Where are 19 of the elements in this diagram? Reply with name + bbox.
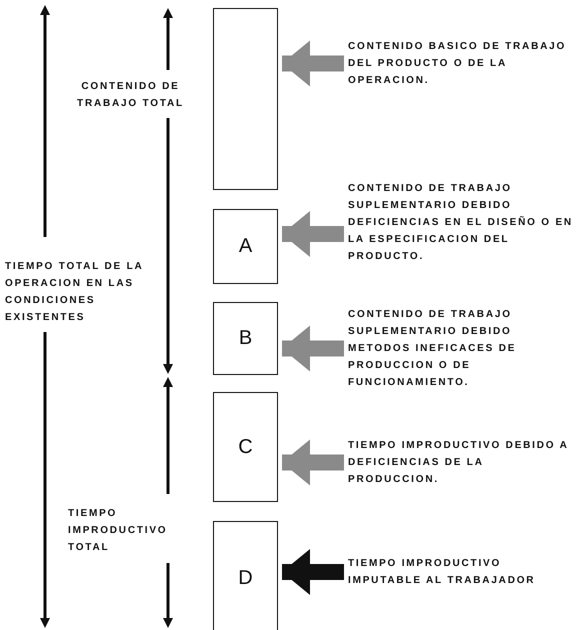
block-letter: A <box>238 235 252 258</box>
time-block <box>213 392 278 502</box>
block-letter: B <box>238 327 252 350</box>
time-block <box>213 209 278 284</box>
description-text: TIEMPO IMPRODUCTIVO IMPUTABLE AL TRABAJADOR <box>348 555 578 589</box>
description-text: CONTENIDO BASICO DE TRABAJO DEL PRODUCTO O DE LA OPERACION. <box>348 38 573 89</box>
time-block <box>213 521 278 630</box>
block-letter: C <box>238 436 253 458</box>
time-block <box>213 8 278 190</box>
description-text: TIEMPO IMPRODUCTIVO DEBIDO A DEFICIENCIAS DE LA PRODUCCION. <box>348 437 573 488</box>
time-block <box>213 302 278 375</box>
block-arrow <box>282 440 344 486</box>
block-arrow <box>282 40 344 86</box>
description-text: CONTENIDO DE TRABAJO SUPLEMENTARIO DEBIDO METODOS INEFICACES DE PRODUCCION O DE FUNCIONAMIENTO. <box>348 306 573 391</box>
block-arrow <box>282 549 344 595</box>
description-text: CONTENIDO DE TRABAJO SUPLEMENTARIO DEBIDO DEFICIENCIAS EN EL DISEÑO O EN LA ESPECIFICACION DEL PRODUCTO. <box>348 180 573 265</box>
block-arrow <box>282 326 344 372</box>
block-letter: D <box>238 567 253 590</box>
block-arrow <box>282 211 344 257</box>
